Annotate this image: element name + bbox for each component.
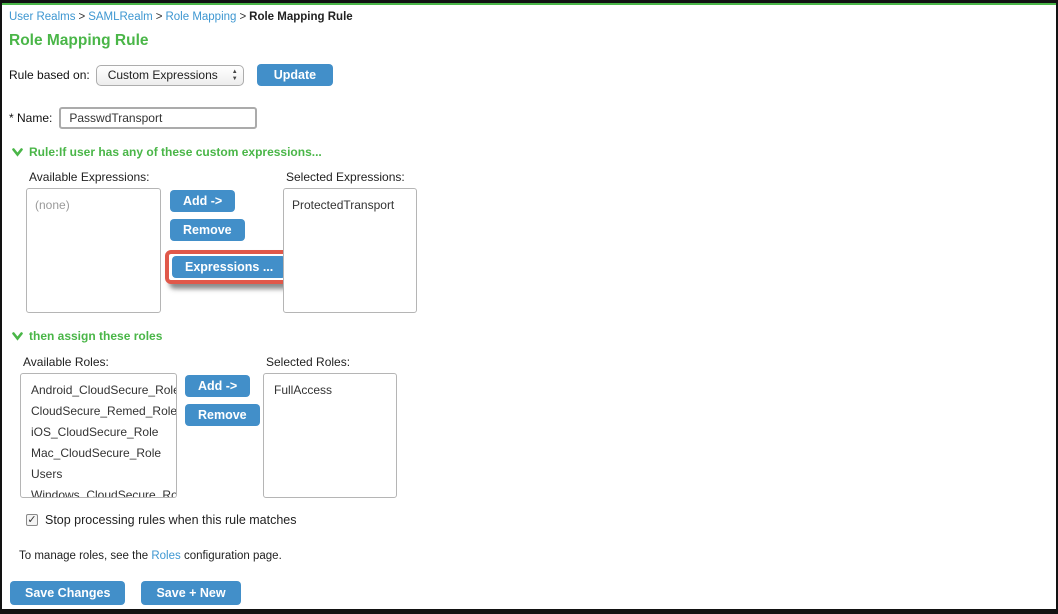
breadcrumb-separator: > bbox=[155, 11, 163, 23]
roles-link[interactable]: Roles bbox=[151, 550, 181, 562]
expressions-button-highlight: Expressions ... bbox=[165, 250, 294, 284]
available-roles-listbox[interactable]: Android_CloudSecure_Role CloudSecure_Rem… bbox=[20, 373, 177, 498]
stop-processing-label: Stop processing rules when this rule mat… bbox=[45, 513, 297, 527]
breadcrumb-separator: > bbox=[78, 11, 86, 23]
list-item[interactable]: Android_CloudSecure_Role bbox=[31, 383, 177, 397]
breadcrumb-link-user-realms[interactable]: User Realms bbox=[9, 11, 76, 23]
name-input[interactable] bbox=[59, 107, 258, 129]
selected-roles-label: Selected Roles: bbox=[266, 355, 351, 369]
breadcrumb-separator: > bbox=[239, 11, 247, 23]
note-prefix: To manage roles, see the bbox=[19, 550, 152, 562]
expressions-rule-header: Rule:If user has any of these custom exp… bbox=[12, 145, 1056, 159]
available-expressions-listbox[interactable]: (none) bbox=[26, 188, 161, 313]
chevron-down-icon bbox=[12, 147, 23, 157]
update-button[interactable]: Update bbox=[256, 64, 334, 86]
stop-processing-row: ✓ Stop processing rules when this rule m… bbox=[26, 513, 1056, 527]
save-changes-button[interactable]: Save Changes bbox=[10, 581, 126, 605]
available-expressions-label: Available Expressions: bbox=[29, 170, 150, 184]
selected-expressions-listbox[interactable]: ProtectedTransport bbox=[283, 188, 417, 313]
list-item[interactable]: Mac_CloudSecure_Role bbox=[31, 446, 162, 460]
page-title: Role Mapping Rule bbox=[9, 32, 149, 49]
available-roles-label: Available Roles: bbox=[23, 355, 109, 369]
assign-roles-header-text: then assign these roles bbox=[29, 329, 163, 343]
breadcrumb-link-role-mapping[interactable]: Role Mapping bbox=[165, 11, 237, 23]
name-label: * Name: bbox=[9, 111, 53, 125]
breadcrumb-current: Role Mapping Rule bbox=[249, 11, 353, 23]
breadcrumb: User Realms>SAMLRealm>Role Mapping>Role … bbox=[9, 5, 1056, 23]
remove-role-button[interactable]: Remove bbox=[185, 404, 260, 426]
add-expression-button[interactable]: Add -> bbox=[170, 190, 236, 212]
roles-picker: Available Roles: Android_CloudSecure_Rol… bbox=[20, 355, 1056, 498]
rule-based-on-label: Rule based on: bbox=[9, 68, 90, 82]
rule-based-on-row: Rule based on: Custom Expressions ▲▼ Upd… bbox=[9, 64, 1056, 86]
select-arrows-icon: ▲▼ bbox=[231, 68, 238, 82]
note-suffix: configuration page. bbox=[180, 550, 282, 562]
assign-roles-header: then assign these roles bbox=[12, 329, 1056, 343]
footer-buttons: Save Changes Save + New bbox=[10, 581, 1056, 605]
name-row: * Name: bbox=[9, 107, 1056, 129]
rule-based-on-select[interactable]: Custom Expressions ▲▼ bbox=[95, 64, 244, 86]
stop-processing-checkbox[interactable]: ✓ bbox=[26, 514, 38, 526]
save-new-button[interactable]: Save + New bbox=[141, 581, 241, 605]
available-expressions-column: Available Expressions: (none) bbox=[26, 170, 161, 313]
list-item[interactable]: FullAccess bbox=[274, 383, 333, 397]
list-item[interactable]: Windows_CloudSecure_Role bbox=[31, 488, 177, 498]
expressions-button[interactable]: Expressions ... bbox=[172, 256, 287, 278]
expressions-rule-header-text: Rule:If user has any of these custom exp… bbox=[29, 145, 322, 159]
list-item[interactable]: iOS_CloudSecure_Role bbox=[31, 425, 159, 439]
selected-expressions-column: Selected Expressions: ProtectedTransport bbox=[283, 170, 417, 313]
available-roles-column: Available Roles: Android_CloudSecure_Rol… bbox=[20, 355, 177, 498]
selected-roles-column: Selected Roles: FullAccess bbox=[263, 355, 397, 498]
list-item[interactable]: ProtectedTransport bbox=[292, 198, 395, 212]
selected-expressions-label: Selected Expressions: bbox=[286, 170, 405, 184]
manage-roles-note: To manage roles, see the Roles configura… bbox=[19, 550, 1056, 562]
list-item[interactable]: Users bbox=[31, 467, 63, 481]
roles-buttons: Add -> Remove bbox=[185, 375, 263, 433]
list-item[interactable]: CloudSecure_Remed_Role bbox=[31, 404, 177, 418]
check-icon: ✓ bbox=[27, 514, 37, 526]
main-content: User Realms>SAMLRealm>Role Mapping>Role … bbox=[2, 5, 1056, 605]
breadcrumb-link-samlrealm[interactable]: SAMLRealm bbox=[88, 11, 153, 23]
add-role-button[interactable]: Add -> bbox=[185, 375, 251, 397]
rule-based-on-value: Custom Expressions bbox=[107, 68, 218, 82]
top-divider bbox=[2, 3, 1056, 5]
expressions-picker: Available Expressions: (none) Add -> Rem… bbox=[26, 170, 1056, 313]
remove-expression-button[interactable]: Remove bbox=[170, 219, 245, 241]
selected-roles-listbox[interactable]: FullAccess bbox=[263, 373, 397, 498]
chevron-down-icon bbox=[12, 331, 23, 341]
expressions-buttons: Add -> Remove Expressions ... bbox=[165, 190, 294, 284]
list-item[interactable]: (none) bbox=[35, 198, 70, 212]
